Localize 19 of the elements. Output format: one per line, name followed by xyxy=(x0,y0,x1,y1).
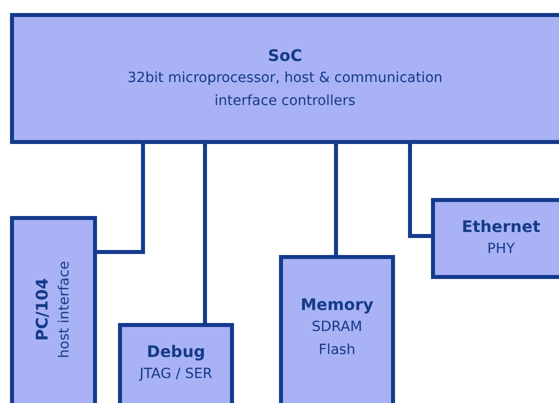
component-description: JTAG / SER xyxy=(140,364,212,384)
component-title: PC/104 xyxy=(31,278,52,340)
connector-line xyxy=(203,144,207,323)
component-description: host interface xyxy=(55,260,73,358)
connector-line xyxy=(97,144,145,254)
component-title: Ethernet xyxy=(462,216,540,238)
component-description: 32bit microprocessor, host & communication interface controllers xyxy=(126,68,444,110)
component-description: PHY xyxy=(487,240,515,259)
component-box xyxy=(279,255,395,403)
component-box xyxy=(10,13,559,144)
component-description: SDRAM Flash xyxy=(310,318,364,360)
component-box xyxy=(431,198,559,279)
component-box xyxy=(10,216,97,403)
component-box xyxy=(118,323,234,403)
connector-line xyxy=(408,144,431,238)
component-title: Memory xyxy=(300,294,374,316)
component-title: Debug xyxy=(146,340,206,362)
component-title: SoC xyxy=(268,44,302,66)
connector-line xyxy=(334,144,338,255)
